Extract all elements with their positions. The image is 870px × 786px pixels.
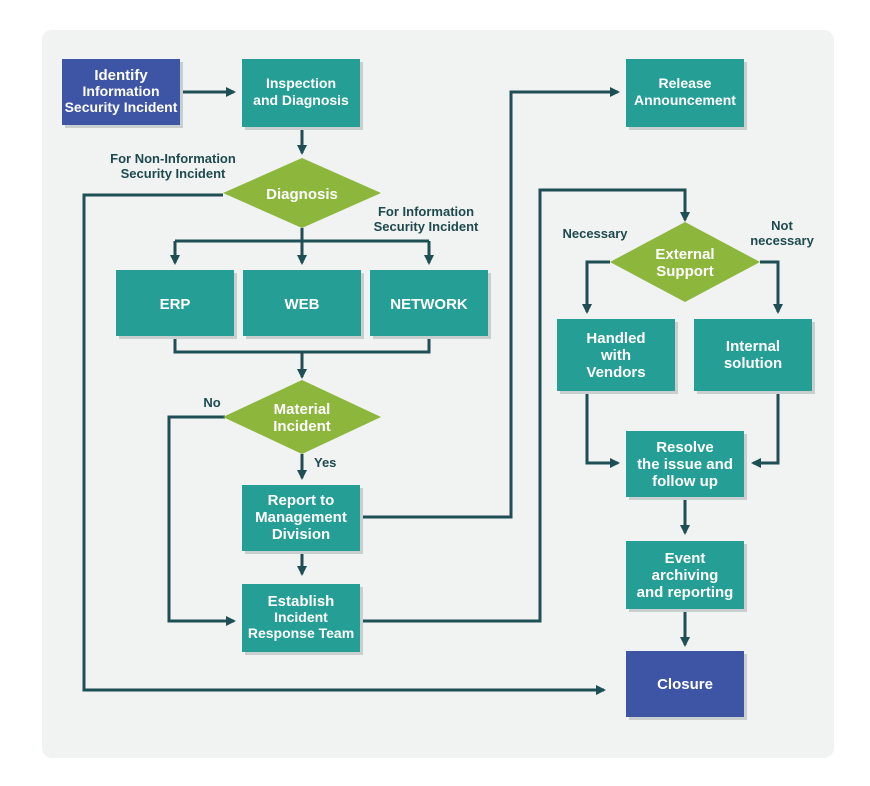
- text-line: Security Incident: [121, 166, 226, 181]
- web-text: WEB: [285, 296, 320, 313]
- text-line: ERP: [160, 296, 191, 313]
- text-line: Incident: [274, 609, 328, 625]
- text-line: and reporting: [637, 584, 734, 601]
- text-line: Handled: [586, 330, 645, 347]
- text-line: Security Incident: [65, 99, 178, 115]
- text-line: Incident: [273, 418, 331, 435]
- text-line: and Diagnosis: [253, 92, 349, 108]
- text-line: Diagnosis: [266, 186, 338, 203]
- text-line: Announcement: [634, 92, 736, 108]
- text-line: Establish: [268, 593, 335, 610]
- text-line: with: [600, 347, 631, 364]
- arrow-external-to-vendors: [582, 260, 610, 314]
- diagnosis-text: Diagnosis: [266, 186, 338, 203]
- text-line: Management: [255, 509, 347, 526]
- text-line: Not: [771, 218, 793, 233]
- text-line: Vendors: [586, 364, 645, 381]
- text-line: Identify: [94, 67, 148, 84]
- text-line: the issue and: [637, 456, 733, 473]
- text-line: External: [655, 246, 714, 263]
- text-line: solution: [724, 355, 782, 372]
- label-necessary: Necessary: [562, 226, 628, 241]
- text-line: Security Incident: [374, 219, 479, 234]
- arrow-diagnosis-to-closure: [82, 193, 606, 695]
- erp-node: ERP: [116, 270, 234, 336]
- text-line: Closure: [657, 676, 713, 693]
- connectors: [82, 87, 783, 695]
- text-line: NETWORK: [390, 296, 468, 313]
- text-line: No: [203, 395, 220, 410]
- diagnosis-node: Diagnosis: [223, 158, 381, 228]
- text-line: For Non-Information: [110, 151, 236, 166]
- text-line: Material: [274, 401, 331, 418]
- arrow-internal-to-resolve: [751, 392, 780, 468]
- label-no: No: [203, 395, 220, 410]
- text-line: archiving: [652, 567, 719, 584]
- text-line: Yes: [314, 455, 336, 470]
- closure-text: Closure: [657, 676, 713, 693]
- web-node: WEB: [243, 270, 361, 336]
- arrow-establish-to-external: [363, 188, 690, 623]
- text-line: WEB: [285, 296, 320, 313]
- text-line: Internal: [726, 338, 780, 355]
- network-text: NETWORK: [390, 296, 468, 313]
- text-line: For Information: [378, 204, 474, 219]
- text-line: Release: [659, 75, 712, 91]
- arrow-vendors-to-resolve: [585, 392, 620, 468]
- closure-node: Closure: [626, 651, 744, 717]
- text-line: Inspection: [266, 75, 336, 91]
- erp-text: ERP: [160, 296, 191, 313]
- text-line: necessary: [750, 233, 814, 248]
- arrow-external-to-internal: [760, 260, 783, 314]
- network-node: NETWORK: [370, 270, 488, 336]
- text-line: Response Team: [248, 625, 354, 641]
- text-line: Support: [656, 263, 714, 280]
- text-line: follow up: [652, 473, 718, 490]
- text-line: Necessary: [562, 226, 628, 241]
- label-yes: Yes: [314, 455, 336, 470]
- text-line: Event: [665, 550, 706, 567]
- text-line: Resolve: [656, 439, 714, 456]
- arrow-material-no: [167, 415, 236, 626]
- arrow-report-to-release: [363, 87, 620, 519]
- text-line: Division: [272, 526, 330, 543]
- text-line: Information: [83, 83, 160, 99]
- text-line: Report to: [268, 492, 335, 509]
